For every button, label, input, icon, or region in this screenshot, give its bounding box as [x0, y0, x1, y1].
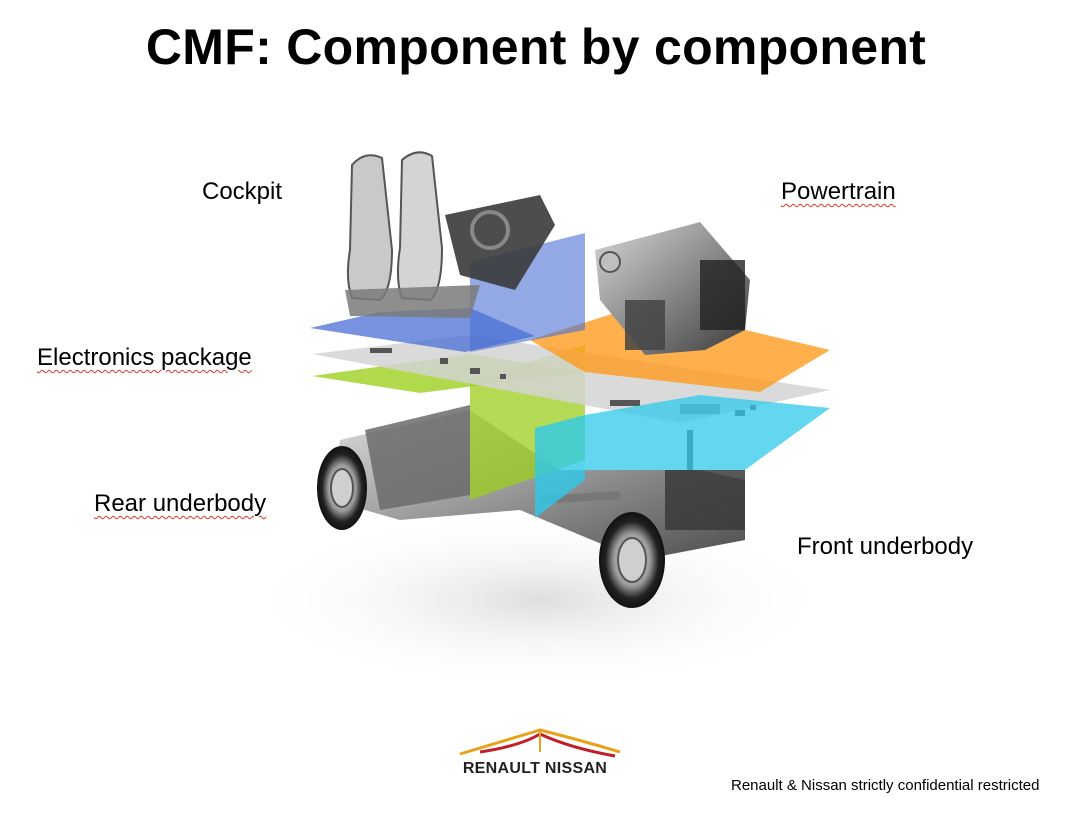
engine-icon [595, 222, 750, 355]
logo-text: RENAULT NISSAN [462, 760, 608, 777]
seats-icon [345, 151, 480, 318]
front-floor-plane [585, 395, 830, 470]
electronics-label-text: Electronics package [37, 344, 252, 371]
renault-nissan-logo: RENAULT NISSAN [440, 722, 640, 782]
front-underbody-label: Front underbody [797, 533, 974, 560]
cockpit-label: Cockpit [202, 178, 283, 205]
powertrain-label: Powertrain [781, 178, 896, 205]
rear-underbody-label: Rear underbody [94, 490, 267, 517]
dashboard-icon [445, 195, 555, 290]
floor-shadow [240, 510, 840, 690]
alliance-arc-icon [459, 728, 621, 758]
front-wheel-icon [599, 512, 665, 608]
confidentiality-footer: Renault & Nissan strictly confidential r… [731, 777, 1040, 794]
front-underbody-plane [535, 415, 585, 518]
rear-wheel-icon [317, 446, 367, 530]
electronics-package-label: Electronics package [37, 344, 252, 372]
slide-title: CMF: Component by component [145, 19, 927, 75]
